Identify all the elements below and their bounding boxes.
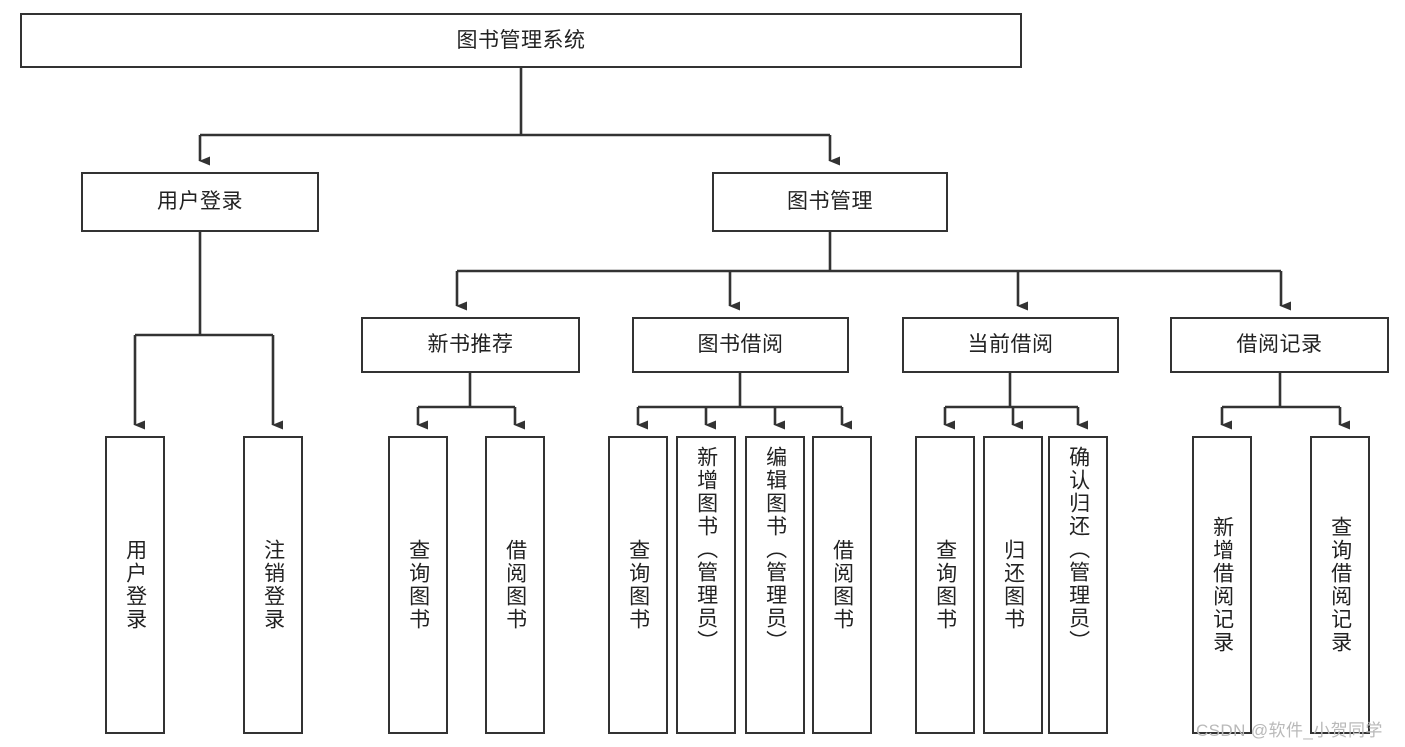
node-label: 当前借阅 xyxy=(967,333,1054,357)
node-label: 查询图书 xyxy=(626,539,650,631)
node-label: 借阅图书 xyxy=(503,539,527,631)
node-label: 图书借阅 xyxy=(697,333,784,357)
node-book-manage[interactable]: 图书管理 xyxy=(712,172,948,232)
node-label: 用户登录 xyxy=(123,539,147,631)
node-label: 查询借阅记录 xyxy=(1328,516,1352,654)
node-book-borrow[interactable]: 图书借阅 xyxy=(632,317,849,373)
node-label: 借阅图书 xyxy=(830,539,854,631)
csdn-watermark: CSDN @软件_小贺同学 xyxy=(1196,721,1383,740)
node-label: 编辑图书（管理员） xyxy=(763,446,787,653)
node-user-login[interactable]: 用户登录 xyxy=(81,172,319,232)
node-label: 新书推荐 xyxy=(427,333,514,357)
node-leaf-borrow-edit-book[interactable]: 编辑图书（管理员） xyxy=(745,436,805,734)
node-label: 新增借阅记录 xyxy=(1210,516,1234,654)
node-label: 新增图书（管理员） xyxy=(694,446,718,653)
node-label: 借阅记录 xyxy=(1236,333,1323,357)
node-leaf-borrow-add-book[interactable]: 新增图书（管理员） xyxy=(676,436,736,734)
node-new-book-rec[interactable]: 新书推荐 xyxy=(361,317,580,373)
node-leaf-record-query[interactable]: 查询借阅记录 xyxy=(1310,436,1370,734)
node-leaf-user-logout[interactable]: 注销登录 xyxy=(243,436,303,734)
node-label: 查询图书 xyxy=(406,539,430,631)
node-borrow-record[interactable]: 借阅记录 xyxy=(1170,317,1389,373)
node-leaf-current-query-book[interactable]: 查询图书 xyxy=(915,436,975,734)
node-root-system[interactable]: 图书管理系统 xyxy=(20,13,1022,68)
node-leaf-borrow-query-book[interactable]: 查询图书 xyxy=(608,436,668,734)
node-leaf-rec-borrow-book[interactable]: 借阅图书 xyxy=(485,436,545,734)
node-current-borrow[interactable]: 当前借阅 xyxy=(902,317,1119,373)
node-label: 图书管理系统 xyxy=(456,28,586,52)
node-label: 注销登录 xyxy=(261,539,285,631)
node-leaf-user-login[interactable]: 用户登录 xyxy=(105,436,165,734)
node-label: 确认归还（管理员） xyxy=(1066,446,1090,653)
node-leaf-borrow-borrow-book[interactable]: 借阅图书 xyxy=(812,436,872,734)
node-label: 查询图书 xyxy=(933,539,957,631)
node-leaf-current-return-book[interactable]: 归还图书 xyxy=(983,436,1043,734)
node-leaf-rec-query-book[interactable]: 查询图书 xyxy=(388,436,448,734)
node-leaf-record-add[interactable]: 新增借阅记录 xyxy=(1192,436,1252,734)
node-label: 归还图书 xyxy=(1001,539,1025,631)
node-label: 用户登录 xyxy=(157,190,243,214)
node-leaf-current-confirm-return[interactable]: 确认归还（管理员） xyxy=(1048,436,1108,734)
node-label: 图书管理 xyxy=(787,190,873,214)
